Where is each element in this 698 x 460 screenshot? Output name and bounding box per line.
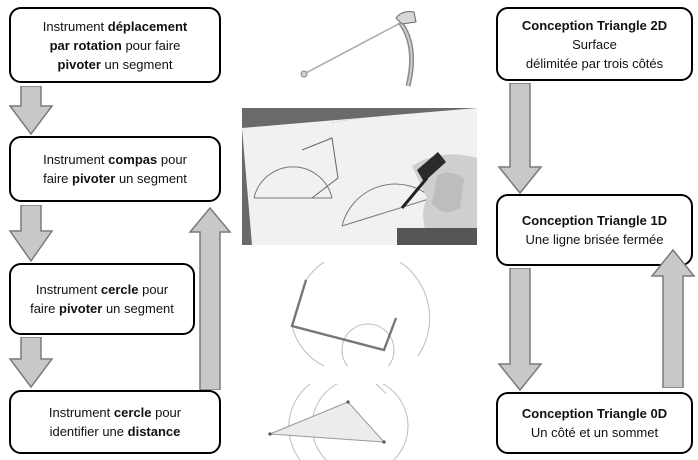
body-text: Instrument — [42, 18, 108, 34]
emphasis-text: compas — [108, 152, 158, 167]
triangle-1d-title: Conception Triangle 1D — [521, 213, 668, 228]
body-text: faire — [43, 171, 72, 186]
emphasis-text: distance — [127, 424, 181, 439]
emphasis-text: pivoter — [57, 56, 101, 72]
down-arrow-right-2 — [497, 268, 543, 392]
left-box-cercle-pivoter: Instrument cercle pour faire pivoter un s… — [9, 263, 195, 335]
body-text: pour faire — [121, 37, 181, 53]
left-box-compas: Instrument compas pour faire pivoter un s… — [9, 136, 221, 202]
emphasis-text: déplacement — [107, 18, 188, 34]
body-text: Instrument — [35, 282, 101, 297]
down-arrow-right-1 — [497, 83, 543, 195]
left-box-compas-text: Instrument compas pour faire pivoter un s… — [43, 150, 187, 188]
compass-photo: ~ ~ ~ ~ ~ ~ ~ ~ — [242, 108, 477, 245]
triangle-distance-figure — [256, 384, 442, 460]
down-arrow-1 — [8, 86, 54, 136]
triangle-0d-line1: Un côté et un sommet — [530, 425, 659, 440]
triangle-2d-title: Conception Triangle 2D — [521, 17, 668, 33]
triangle-2d-line2: délimitée par trois côtés — [525, 55, 664, 71]
emphasis-text: pivoter — [72, 171, 116, 186]
circle-rotation-figure — [284, 262, 434, 366]
up-arrow-right — [650, 248, 696, 388]
triangle-0d-title: Conception Triangle 0D — [521, 406, 668, 421]
svg-text:~ ~ ~ ~ ~ ~ ~ ~: ~ ~ ~ ~ ~ ~ ~ ~ — [331, 115, 365, 126]
emphasis-text: pivoter — [59, 301, 103, 316]
triangle-2d-line1: Surface — [572, 36, 617, 52]
up-arrow-left — [188, 206, 232, 390]
body-text: Instrument — [43, 152, 109, 167]
body-text: pour — [151, 405, 182, 420]
emphasis-text: cercle — [100, 282, 139, 297]
body-text: identifier une — [49, 424, 128, 439]
triangle-1d-line1: Une ligne brisée fermée — [525, 232, 664, 247]
emphasis-text: par rotation — [49, 37, 122, 53]
body-text: un segment — [100, 56, 173, 72]
left-box-cercle-pivoter-text: Instrument cercle pour faire pivoter un s… — [30, 280, 174, 318]
right-box-triangle-0d: Conception Triangle 0D Un côté et un som… — [496, 392, 693, 454]
body-text: pour — [157, 152, 187, 167]
down-arrow-2 — [8, 205, 54, 263]
left-box-rotation: Instrument déplacement par rotation pour … — [9, 7, 221, 83]
body-text: un segment — [115, 171, 187, 186]
left-box-cercle-distance-text: Instrument cercle pour identifier une dis… — [49, 403, 181, 441]
right-box-triangle-1d: Conception Triangle 1D Une ligne brisée … — [496, 194, 693, 266]
body-text: Instrument — [48, 405, 114, 420]
body-text: pour — [138, 282, 169, 297]
body-text: un segment — [102, 301, 174, 316]
emphasis-text: cercle — [113, 405, 152, 420]
body-text: faire — [30, 301, 59, 316]
right-box-triangle-2d: Conception Triangle 2D Surface délimitée… — [496, 7, 693, 81]
rotation-instrument-illustration — [300, 11, 417, 87]
left-box-cercle-distance: Instrument cercle pour identifier une dis… — [9, 390, 221, 454]
down-arrow-3 — [8, 337, 54, 389]
left-box-rotation-text: Instrument déplacement par rotation pour … — [43, 17, 188, 74]
